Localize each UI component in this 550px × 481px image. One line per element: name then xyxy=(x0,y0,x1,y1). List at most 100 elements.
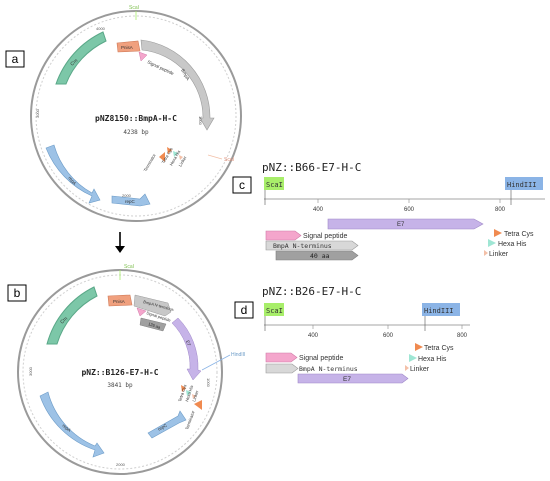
map-c-signal-feature xyxy=(265,230,302,241)
plasmid-b-e7-feature xyxy=(171,317,202,381)
panel-d: pNZ::B26-E7-H-C d ScaI HindIII 400 600 8… xyxy=(234,285,470,384)
panel-b: b Cm PnisA BmpA N-terminus Signal peptid… xyxy=(7,264,245,475)
plasmid-a-scai-right-line xyxy=(207,154,223,160)
map-c-hindiii-label: HindIII xyxy=(507,181,537,189)
plasmid-b-scai-label: ScaI xyxy=(124,264,134,270)
plasmid-a-repa-label: repA xyxy=(67,175,77,186)
map-c-aa-label: 40 aa xyxy=(310,252,330,260)
plasmid-a-name: pNZ8150::BmpA-H-C xyxy=(95,114,177,123)
plasmid-b-tick-1000: 1000 xyxy=(206,378,211,388)
panel-b-letter: b xyxy=(14,286,21,300)
panel-c: pNZ::B66-E7-H-C c ScaI HindIII 400 600 8… xyxy=(232,161,545,261)
plasmid-b-aa-feature xyxy=(139,317,167,332)
plasmid-a-scai-right: ScaI xyxy=(224,157,234,163)
plasmid-a-cm-feature xyxy=(55,31,107,85)
panel-d-letter-box xyxy=(234,301,254,319)
map-d-hindiii-label: HindIII xyxy=(424,307,454,315)
map-c-e7-feature xyxy=(327,218,484,230)
map-c-signal-label: Signal peptide xyxy=(303,233,347,240)
plasmid-b-tick-3000: 3000 xyxy=(28,366,33,376)
plasmid-a-terminator-feature xyxy=(159,152,165,162)
map-c-hexa-feature xyxy=(488,239,496,247)
plasmid-a-signal-feature xyxy=(138,51,148,62)
map-c-tick-label-400: 400 xyxy=(313,207,324,213)
map-d-hexa-label: Hexa His xyxy=(418,356,447,363)
transition-arrowhead xyxy=(115,246,125,253)
plasmid-b-repc-label: repC xyxy=(157,422,169,432)
plasmid-b-repa-feature xyxy=(39,391,105,458)
map-c-title: pNZ::B66-E7-H-C xyxy=(262,161,361,174)
panel-c-letter-box xyxy=(232,176,252,194)
plasmid-a-pnisa-feature xyxy=(116,40,141,53)
plasmid-a-tick-1000: 1000 xyxy=(198,116,203,126)
plasmid-b-pnisa-label: PnisA xyxy=(113,299,125,304)
plasmid-b-tetra-label: Tetra Cys xyxy=(177,384,187,402)
map-d-signal-feature xyxy=(265,352,298,363)
panel-d-letter: d xyxy=(241,303,248,317)
map-c-scai-label: ScaI xyxy=(266,181,283,189)
plasmid-b-name: pNZ::B126-E7-H-C xyxy=(81,368,158,377)
plasmid-b-tick-2000: 2000 xyxy=(116,462,126,467)
plasmid-b-cm-label: Cm xyxy=(59,316,69,326)
map-d-bmpa-feature xyxy=(265,363,299,374)
plasmid-b-hindiii-label: HindIII xyxy=(231,352,245,358)
plasmid-b-terminator-label: Terminator xyxy=(184,409,196,430)
map-d-linker-feature xyxy=(405,365,409,371)
panel-a-letter: a xyxy=(12,52,19,66)
plasmid-a-linker-label: Linker xyxy=(178,155,188,168)
plasmid-a-repc-label: repC xyxy=(125,199,136,204)
map-c-tick-label-800: 800 xyxy=(495,207,506,213)
plasmid-a-tick-3000: 3000 xyxy=(35,108,40,118)
plasmid-b-hexa-label: Hexa His xyxy=(184,385,194,403)
plasmid-a-tick-2000: 2000 xyxy=(122,193,132,198)
map-d-linker-label: Linker xyxy=(410,366,430,373)
plasmid-a-size: 4238 bp xyxy=(123,129,149,136)
plasmid-a-tetra-feature xyxy=(167,147,172,154)
plasmid-a-signal-label: Signal peptide xyxy=(147,59,175,76)
map-d-tetra-feature xyxy=(415,343,423,351)
plasmid-a-bmpa-feature xyxy=(140,39,215,131)
plasmid-b-size: 3841 bp xyxy=(107,382,133,389)
map-d-scai-box xyxy=(264,303,284,316)
plasmid-b-signal-feature xyxy=(136,307,147,317)
plasmid-b-tetra-feature xyxy=(181,385,186,392)
map-c-e7-label: E7 xyxy=(397,222,405,228)
map-c-linker-feature xyxy=(484,250,488,256)
map-d-e7-label: E7 xyxy=(343,376,351,383)
plasmid-a-tick-4000: 4000 xyxy=(96,26,106,31)
map-d-hexa-feature xyxy=(409,354,417,362)
map-d-scai-label: ScaI xyxy=(266,307,283,315)
plasmid-b-hexa-feature xyxy=(186,390,191,396)
map-d-e7-feature xyxy=(297,373,409,384)
plasmid-b-hindiii-line xyxy=(201,354,231,371)
map-d-bmpa-label: BmpA N-terminus xyxy=(299,365,358,373)
plasmid-a-cm-label: Cm xyxy=(69,58,79,68)
map-c-bmpa-feature xyxy=(265,240,359,251)
plasmid-a-scai-top: ScaI xyxy=(129,5,139,11)
map-c-aa-feature xyxy=(275,250,359,261)
plasmid-b-cm-feature xyxy=(46,286,98,345)
map-c-tetra-feature xyxy=(494,229,502,237)
plasmid-b-repc-feature xyxy=(147,410,187,439)
panel-c-letter: c xyxy=(239,178,245,192)
map-d-signal-label: Signal peptide xyxy=(299,355,343,362)
panel-b-letter-box xyxy=(7,284,27,302)
plasmid-a-hexa-feature xyxy=(173,151,178,157)
map-c-hindiii-box xyxy=(505,177,543,190)
map-d-title: pNZ::B26-E7-H-C xyxy=(262,285,361,298)
map-c-hexa-label: Hexa His xyxy=(498,241,527,248)
plasmid-b-terminator-feature xyxy=(194,400,202,410)
plasmid-a-repc-feature xyxy=(111,193,151,207)
plasmid-b-pnisa-feature xyxy=(107,294,133,307)
map-d-tick-label-400: 400 xyxy=(308,333,319,339)
plasmid-b-bmpa-feature xyxy=(133,294,172,317)
plasmid-a-repa-feature xyxy=(45,144,101,204)
plasmid-b-repa-label: repA xyxy=(61,423,72,433)
map-c-tick-label-600: 600 xyxy=(404,207,415,213)
plasmid-a-pnisa-label: PnisA xyxy=(121,45,133,50)
panel-a-letter-box xyxy=(5,50,25,68)
map-d-hindiii-box xyxy=(422,303,460,316)
plasmid-a-linker-feature xyxy=(179,155,183,160)
plasmid-b-linker-feature xyxy=(192,394,196,399)
